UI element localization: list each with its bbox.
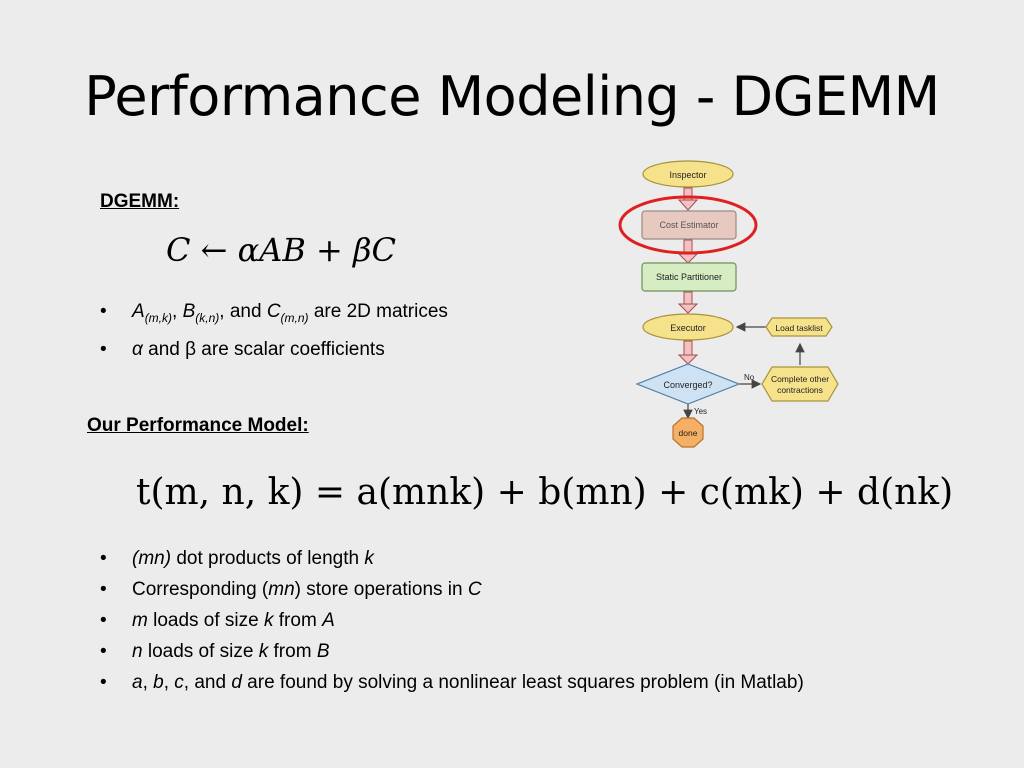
text-plain: Corresponding ( [132, 579, 269, 600]
node-executor-label: Executor [670, 323, 706, 333]
text-italic: B [316, 641, 330, 662]
text-italic: a [132, 672, 143, 693]
text-italic: k [264, 610, 274, 631]
text-italic: A [322, 610, 335, 631]
down-arrow-1 [677, 187, 699, 211]
text-sep: , and [219, 301, 267, 322]
bullet-loads-A: m loads of size k from A [100, 605, 804, 636]
text-plain: dot products of length [171, 548, 365, 569]
text-plain: loads of size [142, 641, 259, 662]
bullet-least-squares: a, b, c, and d are found by solving a no… [100, 667, 804, 698]
slide-title: Performance Modeling - DGEMM [84, 65, 940, 128]
node-done: done [672, 417, 704, 448]
text-italic: b [153, 672, 164, 693]
model-heading: Our Performance Model: [87, 415, 309, 436]
model-bullets: (mn) dot products of length k Correspond… [100, 543, 804, 698]
dgemm-heading: DGEMM: [100, 191, 180, 212]
node-converged-label: Converged? [663, 380, 712, 390]
text-italic: C [467, 579, 482, 600]
sub-A: (m,k) [144, 310, 173, 325]
eq1-plus: + [316, 231, 343, 269]
node-complete-other: Complete other contractions [761, 366, 839, 402]
matrix-bullets: A(m,k), B(k,n), and C(m,n) are 2D matric… [100, 296, 448, 365]
node-cost-estimator: Cost Estimator [641, 210, 737, 240]
red-highlight-ellipse [618, 195, 758, 255]
text-italic: m [132, 610, 148, 631]
yes-label: Yes [694, 407, 707, 416]
node-complete-other-line1: Complete other [771, 374, 829, 384]
text-italic: c [174, 672, 184, 693]
text-plain: , [163, 672, 175, 693]
text-tail: are 2D matrices [308, 301, 448, 322]
eq1-lhs: C [166, 231, 191, 269]
text-tail: and β are scalar coefficients [142, 338, 385, 360]
eq1-rhs-a: αAB [237, 231, 306, 269]
down-arrow-4 [677, 340, 699, 365]
text-italic: mn [268, 579, 295, 600]
text-sep: , [172, 301, 183, 322]
text-plain: loads of size [147, 610, 264, 631]
node-cost-estimator-label: Cost Estimator [659, 220, 718, 230]
down-arrow-3 [677, 291, 699, 314]
text-C: C [266, 301, 281, 322]
text-plain: are found by solving a nonlinear least s… [241, 672, 804, 693]
node-done-label: done [679, 428, 698, 438]
text-italic: n [132, 641, 143, 662]
eq1-rhs-b: βC [353, 231, 397, 269]
sub-C: (m,n) [280, 310, 309, 325]
text-alpha: α [132, 338, 143, 360]
bullet-loads-B: n loads of size k from B [100, 636, 804, 667]
node-load-tasklist: Load tasklist [765, 317, 833, 337]
workflow-flowchart: Inspector Cost Estimator Static Partitio… [618, 160, 839, 448]
bullet-matrices: A(m,k), B(k,n), and C(m,n) are 2D matric… [100, 296, 448, 334]
no-label: No [744, 373, 755, 382]
text-italic: (mn) [132, 548, 172, 569]
node-static-partitioner-label: Static Partitioner [656, 272, 722, 282]
text-plain: from [273, 610, 323, 631]
eq1-arrow: ← [200, 231, 228, 269]
dgemm-equation: C ← αAB + βC [166, 228, 396, 272]
bullet-coefficients: α and β are scalar coefficients [100, 334, 448, 365]
node-executor: Executor [642, 313, 734, 341]
text-plain: from [268, 641, 317, 662]
node-complete-other-line2: contractions [777, 385, 823, 395]
node-inspector-label: Inspector [669, 170, 706, 180]
node-inspector: Inspector [642, 160, 734, 188]
text-italic: d [231, 672, 242, 693]
bullet-dot-products: (mn) dot products of length k [100, 543, 804, 574]
bullet-store-ops: Corresponding (mn) store operations in C [100, 574, 804, 605]
node-static-partitioner: Static Partitioner [641, 262, 737, 292]
text-plain: , [142, 672, 154, 693]
text-A: A [132, 301, 145, 322]
loop-connector [735, 322, 805, 365]
text-plain: ) store operations in [294, 579, 468, 600]
text-B: B [182, 301, 196, 322]
node-converged: Converged? [635, 363, 741, 405]
text-plain: , and [183, 672, 232, 693]
node-load-tasklist-label: Load tasklist [775, 323, 823, 333]
sub-B: (k,n) [195, 310, 220, 325]
text-italic: k [364, 548, 374, 569]
text-italic: k [258, 641, 269, 662]
performance-model-equation: t(m, n, k) = a(mnk) + b(mn) + c(mk) + d(… [136, 472, 954, 513]
